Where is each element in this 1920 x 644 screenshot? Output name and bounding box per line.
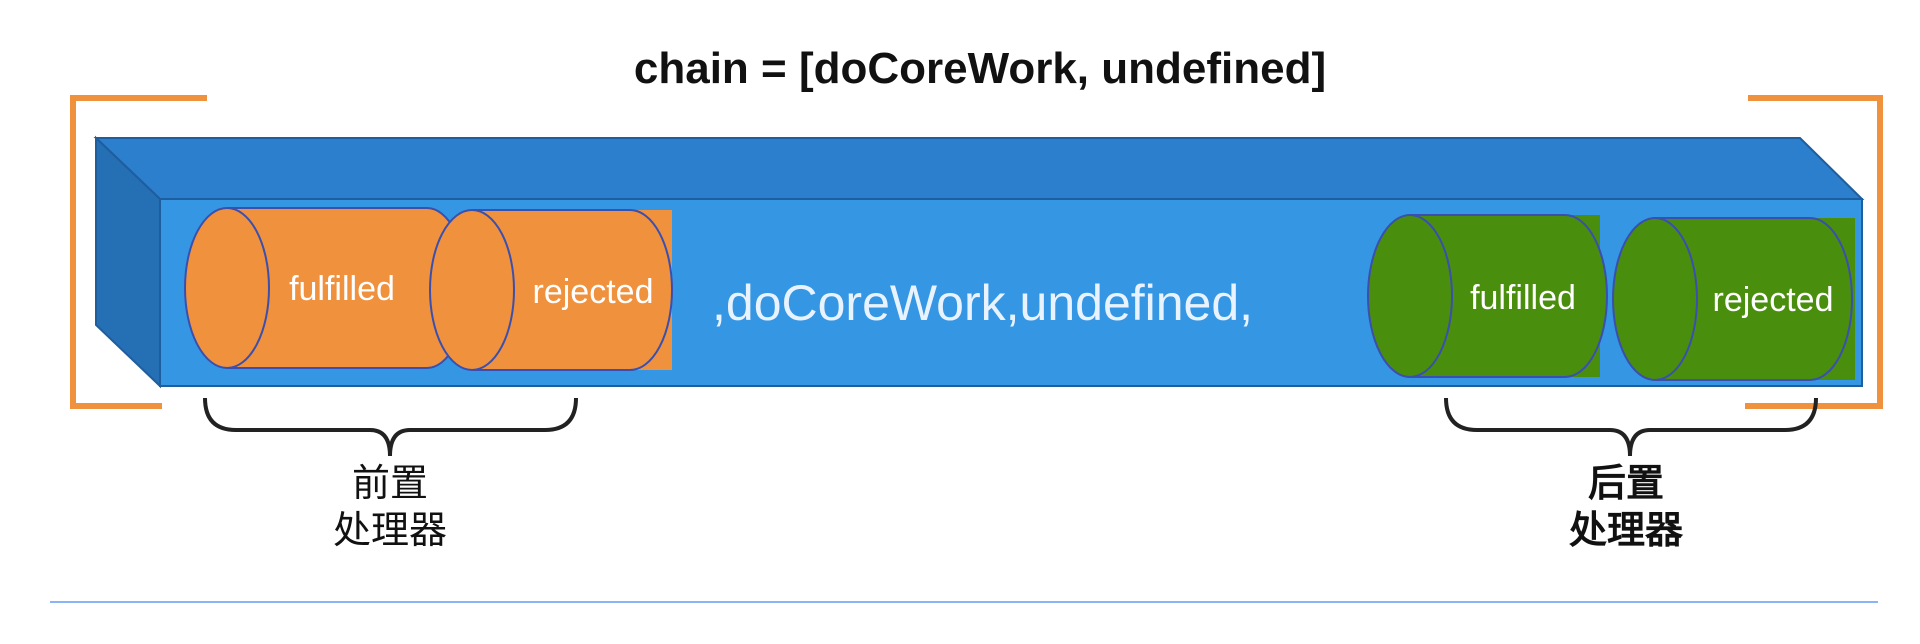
outer-bracket-left bbox=[70, 95, 207, 409]
pre-handler-caption-line2: 处理器 bbox=[333, 508, 447, 552]
diagram-title: chain = [doCoreWork, undefined] bbox=[634, 44, 1326, 93]
post-handler-caption-line2: 处理器 bbox=[1569, 508, 1684, 552]
pre-rejected-label: rejected bbox=[533, 273, 654, 311]
outer-bracket-right bbox=[1745, 95, 1883, 409]
post-handler-brace bbox=[1444, 397, 1818, 457]
queue-contents-text: ,doCoreWork,undefined, bbox=[712, 275, 1253, 331]
post-rejected-label: rejected bbox=[1713, 281, 1834, 319]
pre-handler-caption-line1: 前置 bbox=[352, 461, 428, 505]
pre-handler-rejected-cylinder: rejected bbox=[429, 209, 673, 371]
pre-handler-brace bbox=[203, 397, 578, 457]
post-handler-caption-line1: 后置 bbox=[1588, 461, 1664, 505]
post-handler-rejected-cylinder: rejected bbox=[1612, 217, 1855, 381]
queue-top-face bbox=[93, 137, 1865, 200]
pre-handler-fulfilled-cylinder: fulfilled bbox=[184, 207, 468, 369]
pre-fulfilled-label: fulfilled bbox=[289, 270, 395, 308]
post-fulfilled-label: fulfilled bbox=[1470, 279, 1576, 317]
post-handler-fulfilled-cylinder: fulfilled bbox=[1367, 214, 1608, 378]
